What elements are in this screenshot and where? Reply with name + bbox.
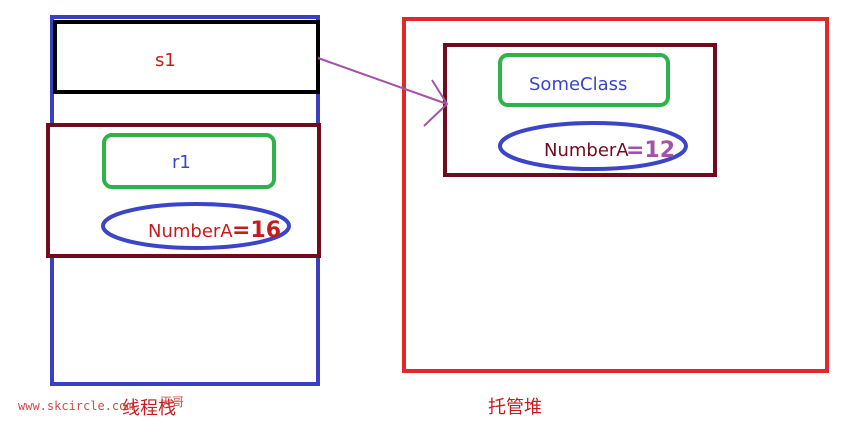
someclass-box [498, 53, 670, 107]
s1-label: s1 [155, 50, 176, 71]
managed-heap-frame [402, 17, 829, 373]
heap-field-ellipse [498, 121, 688, 171]
r1-label: r1 [172, 152, 191, 173]
watermark-extra: 天哥 [160, 395, 184, 409]
r1-box [102, 133, 276, 189]
stack-field-value: =16 [232, 218, 281, 243]
pointer-arrow-head [423, 79, 449, 127]
stack-field-label: NumberA [148, 221, 233, 242]
thread-stack-title: 线程栈 [122, 398, 176, 419]
s1-slot [53, 20, 320, 94]
managed-heap-title: 托管堆 [488, 397, 542, 418]
watermark-text: www.skcircle.com [18, 399, 134, 413]
someclass-label: SomeClass [529, 74, 627, 95]
heap-field-label: NumberA [544, 140, 629, 161]
stack-field-ellipse [101, 202, 291, 250]
heap-field-value: =12 [626, 138, 675, 163]
pointer-arrow-line [317, 57, 448, 105]
